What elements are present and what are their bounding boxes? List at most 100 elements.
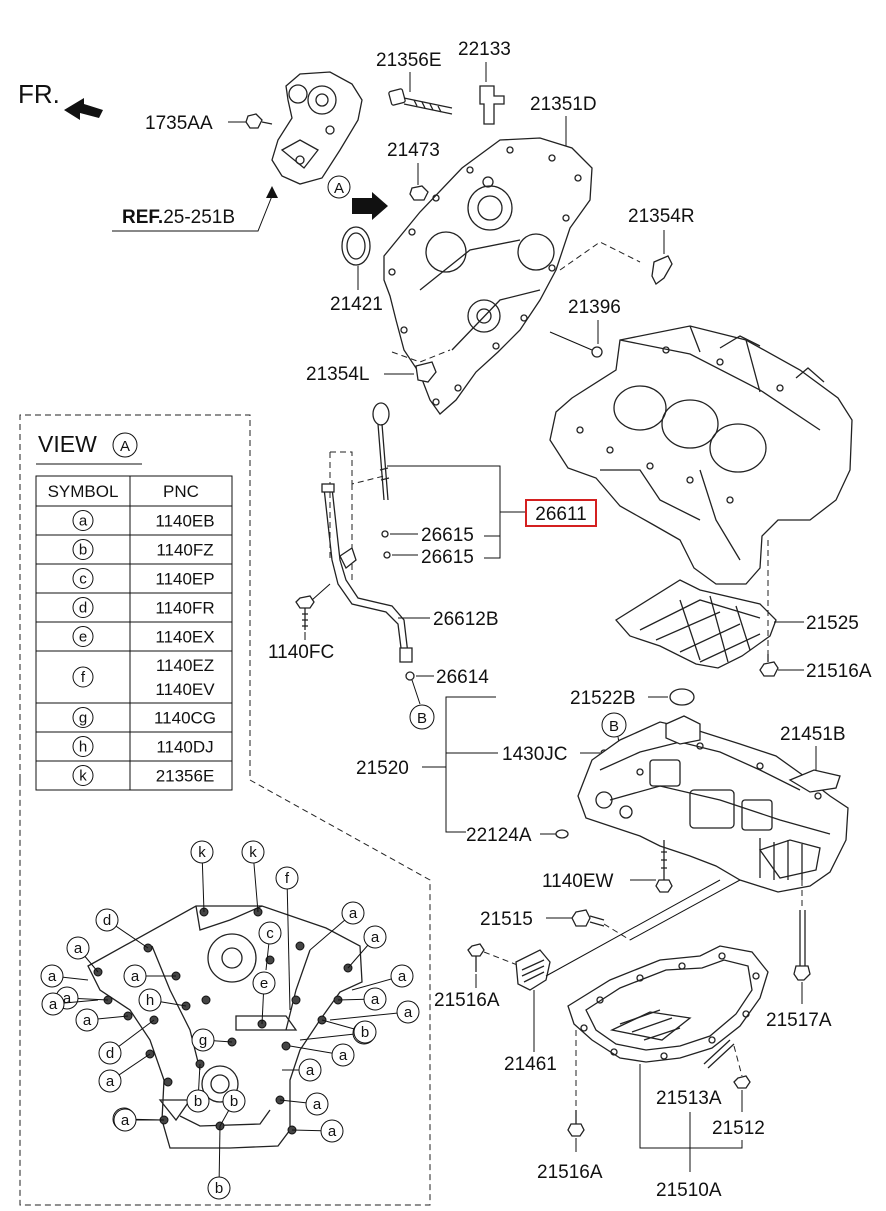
view-a-callout-circle [40,964,64,988]
view-a-callout-letter: a [339,1047,348,1064]
bolt-1735AA-part[interactable] [245,113,273,129]
view-a-callout-leader [329,1011,409,1021]
view-a-callout-circle [186,1089,210,1113]
view-a-callout-letter: a [48,968,57,985]
label-21396: 21396 [568,297,621,318]
view-a-callout-letter: a [313,1096,322,1113]
label-26612B: 26612B [433,609,499,630]
bolt-21516A-top-part[interactable] [759,654,779,677]
view-a-callout-letter: a [371,991,380,1008]
washer-21512-part[interactable] [733,1075,751,1089]
label-26611: 26611 [535,504,586,525]
view-title: VIEW [38,431,97,457]
fitting-22133-part[interactable] [479,85,505,125]
highlighted-part-box[interactable] [525,499,597,527]
bolt-21356E-part[interactable] [388,88,453,115]
label-21525: 21525 [806,613,859,634]
view-a-callout-letter: b [230,1093,238,1110]
view-a-bolt-dot [291,995,301,1005]
view-a-marker[interactable] [327,175,351,199]
dipstick-part[interactable] [372,402,390,501]
bracket-26611-bottom [484,536,501,559]
view-a-callout-letter: a [306,1062,315,1079]
view-table-header-pnc: PNC [163,482,199,501]
view-a-callout-letter: a [328,1123,337,1140]
bolt-21517A-part[interactable] [793,910,811,981]
b-marker-1[interactable] [409,704,435,730]
view-table-pnc: 1140EB [155,512,214,531]
nut-21473-part[interactable] [409,185,429,201]
label-26615-b: 26615 [421,547,474,568]
view-a-callout-circle [241,840,265,864]
bolt-1140EW-part[interactable] [655,840,673,893]
view-a-callout-circle [275,866,299,890]
b-marker-2[interactable] [601,712,627,738]
label-21451B: 21451B [780,724,846,745]
label-1140FC: 1140FC [268,642,334,663]
view-a-callout-letter: c [266,925,274,942]
lower-oil-pan-part[interactable] [567,945,769,1063]
gasket-21354R-part[interactable] [651,255,673,285]
leader-21515-to-pan [629,879,741,941]
seal-21421-part[interactable] [341,226,371,266]
view-a-callout-letter: b [215,1180,223,1197]
view-table-symbol-circle [72,736,94,757]
gasket-21354L-part[interactable] [415,361,437,383]
gasket-21522B-part[interactable] [669,688,695,706]
upper-oil-pan-part[interactable] [577,715,849,893]
view-a-callouts: kkfdaacaaaaaaeaahaaabgdaaababaab [40,840,420,1200]
view-a-callout-letter: h [146,992,154,1009]
guide-tube-26612B-part[interactable] [321,483,413,663]
baffle-21525-part[interactable] [615,579,777,669]
timing-cover-part[interactable] [383,137,593,415]
bracket-21510A [639,1064,743,1149]
view-table-symbol: k [79,768,87,785]
view-title-marker-letter: A [120,438,130,455]
ref-leader-line [112,195,273,232]
oring-26614-part[interactable] [405,671,415,681]
view-a-callout-circle [207,1176,231,1200]
plug-21513A-part[interactable] [703,1039,735,1069]
bolt-21516A-mid-part[interactable] [467,943,485,972]
cover-21451B-part[interactable] [788,769,841,793]
view-table-symbol-circle [72,626,94,647]
view-a-callout-circle [396,1000,420,1024]
view-a-callout-letter: a [371,929,380,946]
label-26615-a: 26615 [421,525,474,546]
label-1430JC: 1430JC [502,744,568,765]
oring-21396-part[interactable] [591,346,603,358]
view-a-callout-letter: d [103,912,111,929]
drain-plug-21515-part[interactable] [571,909,605,927]
dipstick-dash-a [330,451,385,485]
bolt-1140FC-part[interactable] [295,595,315,630]
oring-26615-b-part[interactable] [383,551,391,559]
view-a-callout-circle [66,936,90,960]
ref-label[interactable]: REF.25-251B [122,207,235,228]
leader-21354R-dashed [559,241,641,271]
plug-22124A-part[interactable] [555,829,569,839]
view-a-callout-letter: k [249,844,257,861]
view-a-callout-letter: a [404,1004,413,1021]
view-table-pnc: 1140EV [155,680,215,699]
label-21510A: 21510A [656,1180,722,1201]
view-table-pnc: 1140EX [155,628,214,647]
water-pump-part[interactable] [271,71,363,185]
view-table-pnc: 1140EP [155,570,214,589]
dash-21515 [603,923,631,941]
view-a-callout-letter: a [49,996,58,1013]
view-table-symbol: e [79,629,87,646]
view-table-symbol-circle [72,707,94,728]
oring-26615-a-part[interactable] [381,530,389,538]
view-a-callout-circle [353,1020,377,1044]
view-table-symbol: c [79,571,87,588]
cylinder-block-part[interactable] [549,325,853,585]
view-a-marker-letter: A [334,180,344,197]
view-table-pnc: 1140DJ [156,738,213,757]
view-a-callout-letter: a [74,940,83,957]
view-table-pnc: 1140CG [154,709,216,728]
dash-21512 [733,1045,743,1077]
label-21520: 21520 [356,758,409,779]
strainer-21461-part[interactable] [515,949,551,991]
bolt-21516A-bot-part[interactable] [567,1110,585,1137]
